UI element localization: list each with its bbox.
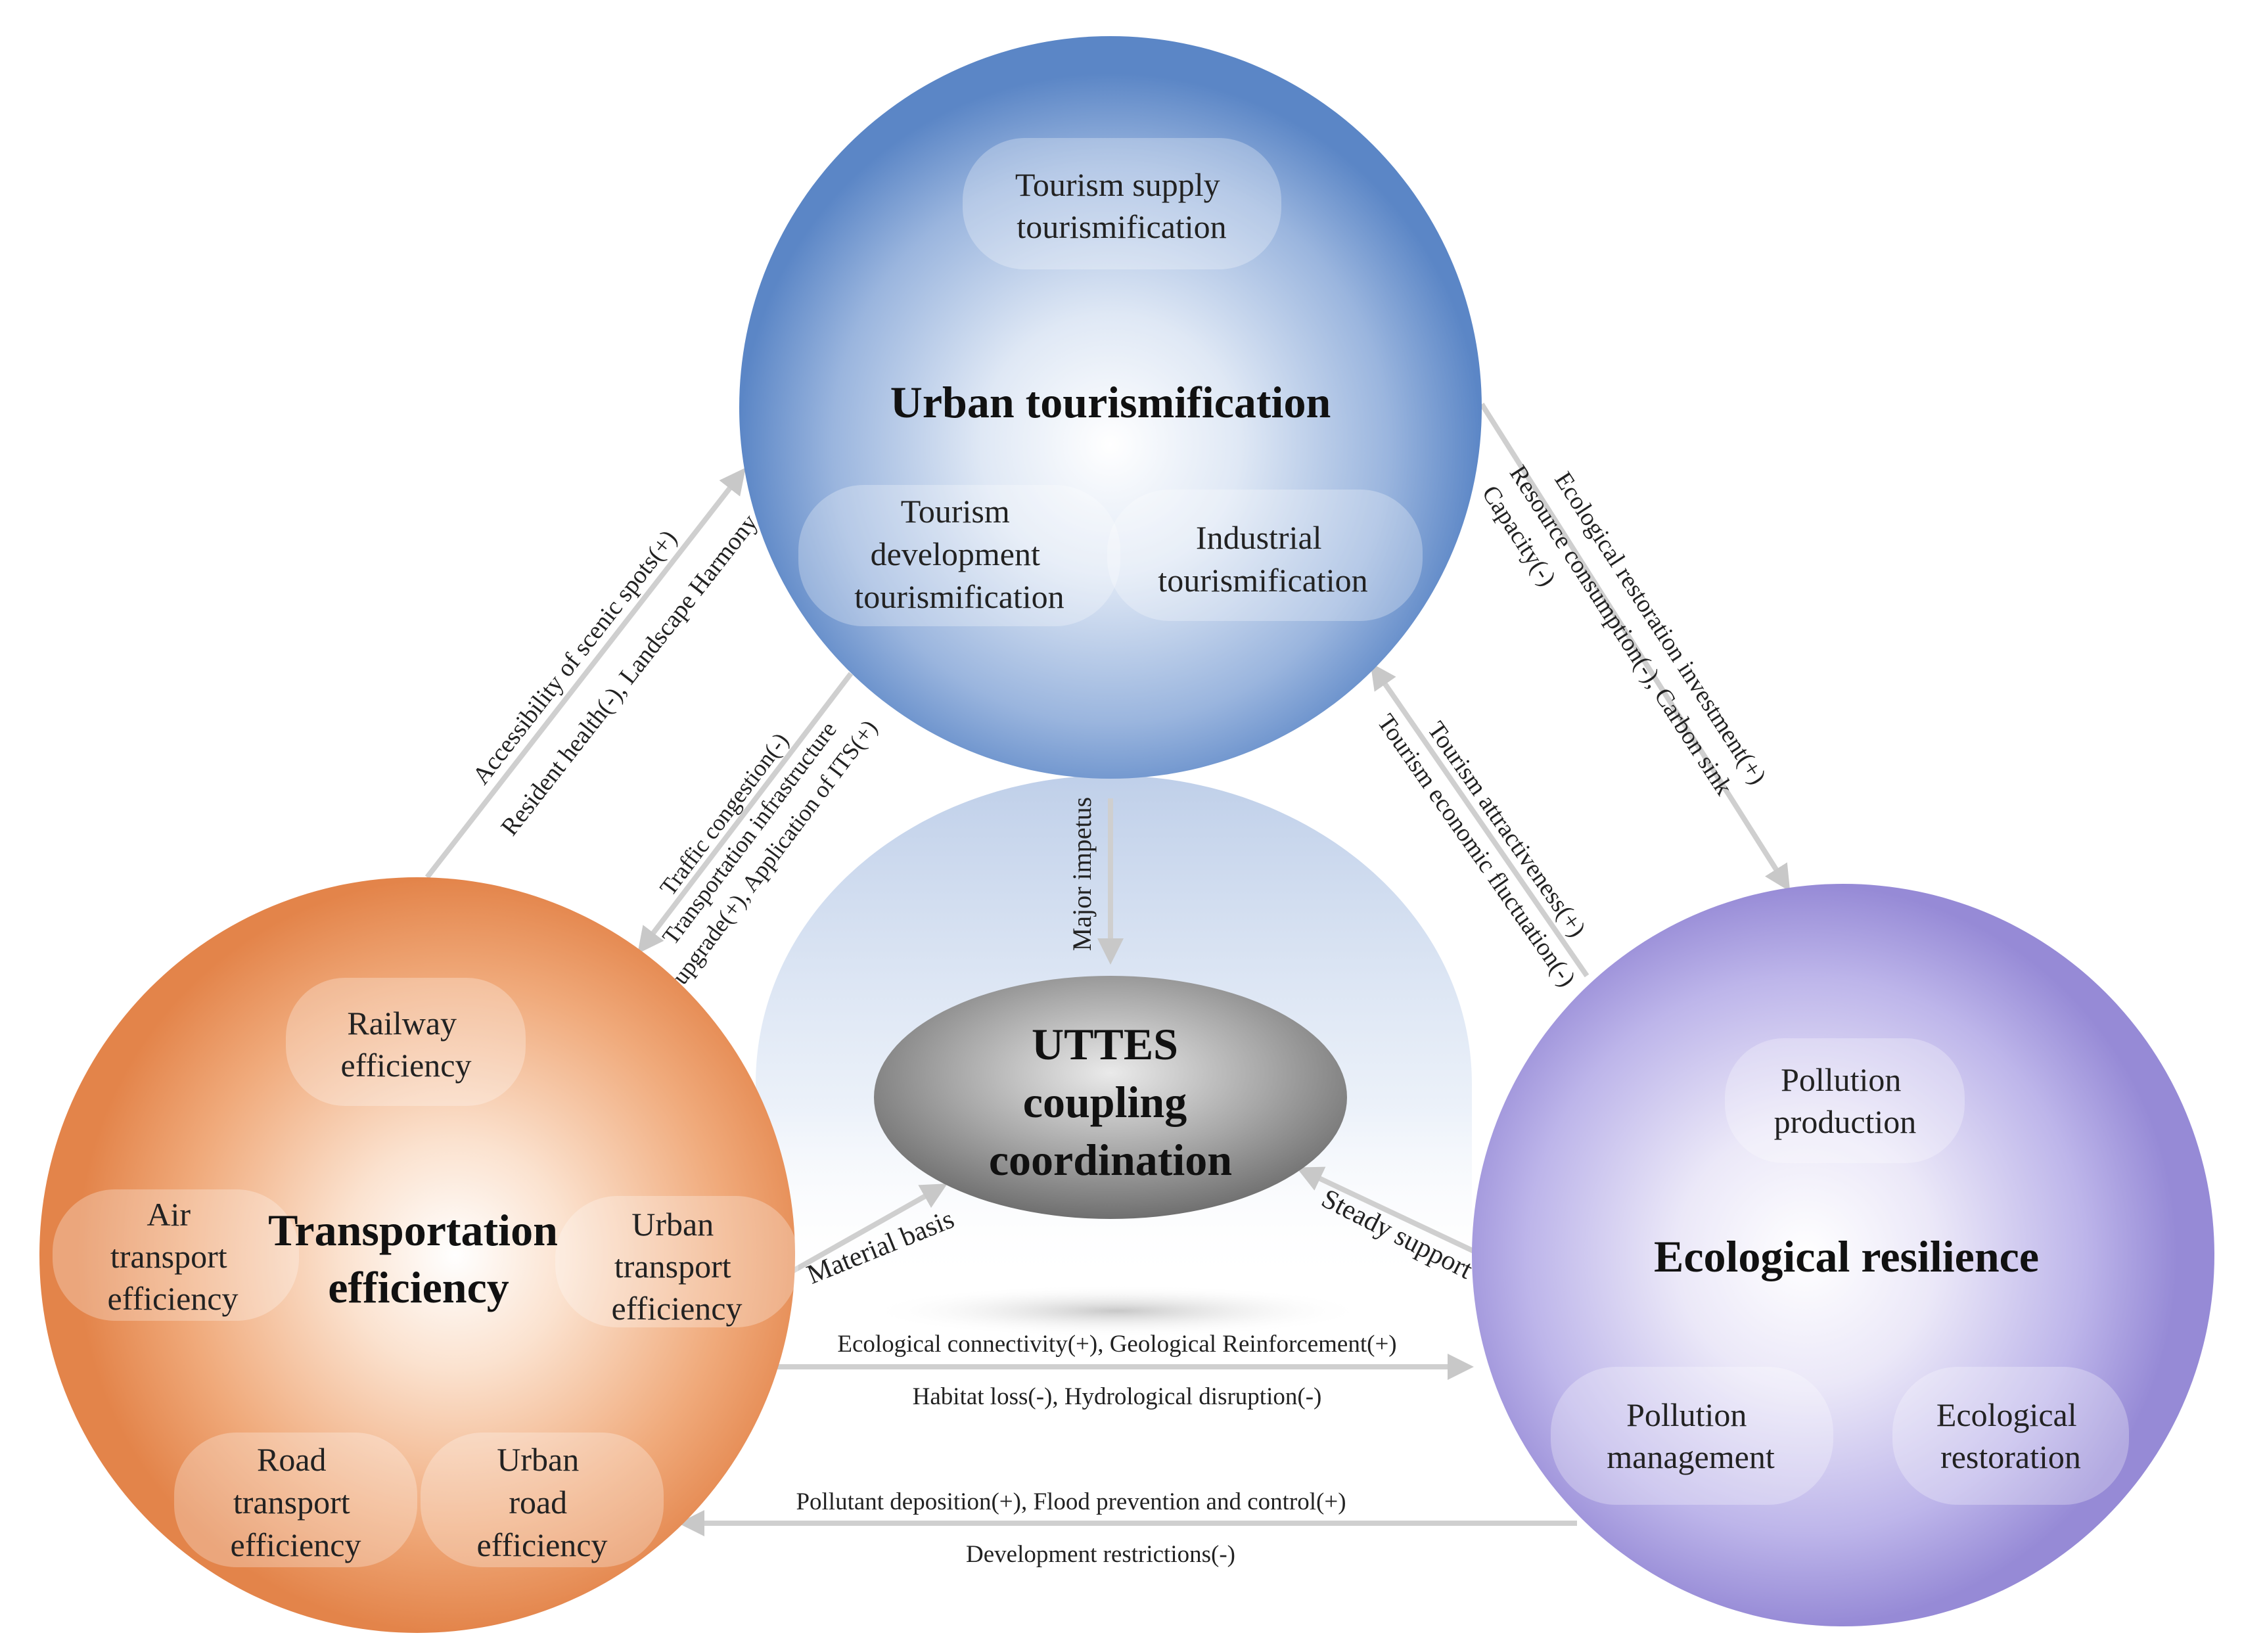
node-line: production bbox=[1774, 1103, 1917, 1140]
node-line: Industrial bbox=[1196, 519, 1322, 556]
link-arrows bbox=[424, 402, 1791, 1536]
node-pollution-management: Pollution management bbox=[1607, 1396, 1775, 1475]
pill-road-transport bbox=[174, 1433, 417, 1567]
pill-tourism-development bbox=[798, 485, 1120, 626]
ecology-circle bbox=[1472, 884, 2214, 1626]
arrow-ecology-to-tourism bbox=[1370, 662, 1590, 978]
label-ecology-to-transport-line-1: Pollutant deposition(+), Flood preventio… bbox=[796, 1488, 1346, 1515]
node-railway: Railway efficiency bbox=[341, 1005, 472, 1084]
pill-railway bbox=[286, 978, 526, 1106]
node-line: efficiency bbox=[612, 1290, 743, 1327]
center-line-1: UTTES bbox=[1032, 1019, 1178, 1069]
pill-ecological-restoration bbox=[1892, 1367, 2129, 1505]
pill-tourism-supply bbox=[963, 138, 1281, 269]
center-line-2: coupling bbox=[1023, 1077, 1187, 1127]
node-line: development bbox=[871, 536, 1040, 572]
node-line: transport bbox=[614, 1248, 731, 1285]
node-line: transport bbox=[233, 1484, 350, 1521]
transport-title-line-1: Transportation bbox=[268, 1205, 558, 1255]
node-line: efficiency bbox=[477, 1526, 608, 1563]
arrow-material-basis bbox=[790, 1183, 948, 1274]
transport-circle bbox=[39, 877, 795, 1633]
label-major-impetus: Major impetus bbox=[1067, 797, 1097, 951]
pill-air-transport bbox=[53, 1189, 299, 1321]
pill-urban-transport bbox=[555, 1196, 798, 1327]
node-line: restoration bbox=[1940, 1438, 2081, 1475]
node-road-transport: Road transport efficiency bbox=[231, 1441, 361, 1563]
node-ecological-restoration: Ecological restoration bbox=[1936, 1396, 2085, 1475]
link-shadow bbox=[867, 1285, 1367, 1337]
transport-title-line-2: efficiency bbox=[328, 1262, 509, 1312]
node-air-transport: Air transport efficiency bbox=[108, 1196, 239, 1317]
label-transport-to-ecology-line-1: Ecological connectivity(+), Geological R… bbox=[837, 1331, 1396, 1358]
node-pollution-production: Pollution production bbox=[1774, 1061, 1917, 1140]
node-line: efficiency bbox=[341, 1047, 472, 1084]
transport-title: Transportation efficiency bbox=[268, 1205, 569, 1312]
node-line: Air bbox=[147, 1196, 191, 1233]
node-line: tourismification bbox=[1017, 208, 1226, 245]
node-line: efficiency bbox=[231, 1526, 361, 1563]
tourism-circle bbox=[739, 36, 1482, 779]
pill-pollution-production bbox=[1725, 1038, 1965, 1163]
node-line: efficiency bbox=[108, 1280, 239, 1317]
node-line: road bbox=[509, 1484, 567, 1521]
center-ellipse bbox=[874, 976, 1347, 1219]
node-line: Tourism supply bbox=[1015, 166, 1220, 203]
node-tourism-supply: Tourism supply tourismification bbox=[1015, 166, 1228, 245]
pill-urban-road bbox=[421, 1433, 664, 1567]
center-label: UTTES coupling coordination bbox=[989, 1019, 1232, 1185]
node-line: tourismification bbox=[1158, 562, 1367, 599]
node-urban-transport: Urban transport efficiency bbox=[612, 1206, 743, 1327]
label-tourism-to-ecology: Ecological restoration investment(+) Res… bbox=[1476, 461, 1772, 800]
node-line: management bbox=[1607, 1438, 1775, 1475]
node-line: Road bbox=[257, 1441, 327, 1478]
node-line: Tourism bbox=[901, 493, 1010, 530]
node-industrial: Industrial tourismification bbox=[1158, 519, 1367, 599]
tourism-title: Urban tourismification bbox=[890, 377, 1331, 427]
node-line: Urban bbox=[631, 1206, 714, 1243]
node-tourism-development: Tourism development tourismification bbox=[854, 493, 1064, 615]
node-line: Ecological bbox=[1936, 1396, 2077, 1433]
node-line: transport bbox=[110, 1238, 227, 1275]
node-line: tourismification bbox=[854, 578, 1064, 615]
arrow-tourism-to-ecology bbox=[1479, 402, 1791, 892]
label-transport-to-ecology-line-2: Habitat loss(-), Hydrological disruption… bbox=[913, 1383, 1322, 1410]
node-line: Urban bbox=[497, 1441, 579, 1478]
node-pills bbox=[53, 138, 2129, 1567]
node-line: Railway bbox=[347, 1005, 457, 1042]
center-line-3: coordination bbox=[989, 1135, 1232, 1185]
label-line: Resource consumption(-), Carbon sink bbox=[1504, 461, 1738, 800]
node-line: Pollution bbox=[1626, 1396, 1747, 1433]
arrow-tourism-to-transport bbox=[637, 672, 854, 954]
label-ecology-to-transport-line-2: Development restrictions(-) bbox=[966, 1541, 1235, 1568]
arrow-transport-to-tourism bbox=[424, 467, 746, 879]
label-line: Ecological restoration investment(+) bbox=[1549, 467, 1772, 789]
node-urban-road: Urban road efficiency bbox=[477, 1441, 608, 1563]
pill-pollution-management bbox=[1551, 1367, 1833, 1505]
node-line: Pollution bbox=[1781, 1061, 1901, 1098]
label-line: Resident health(-), Landscape Harmony bbox=[495, 509, 763, 841]
arrow-steady-support bbox=[1296, 1166, 1476, 1254]
pill-industrial bbox=[1107, 490, 1423, 621]
ecology-title: Ecological resilience bbox=[1654, 1231, 2039, 1281]
